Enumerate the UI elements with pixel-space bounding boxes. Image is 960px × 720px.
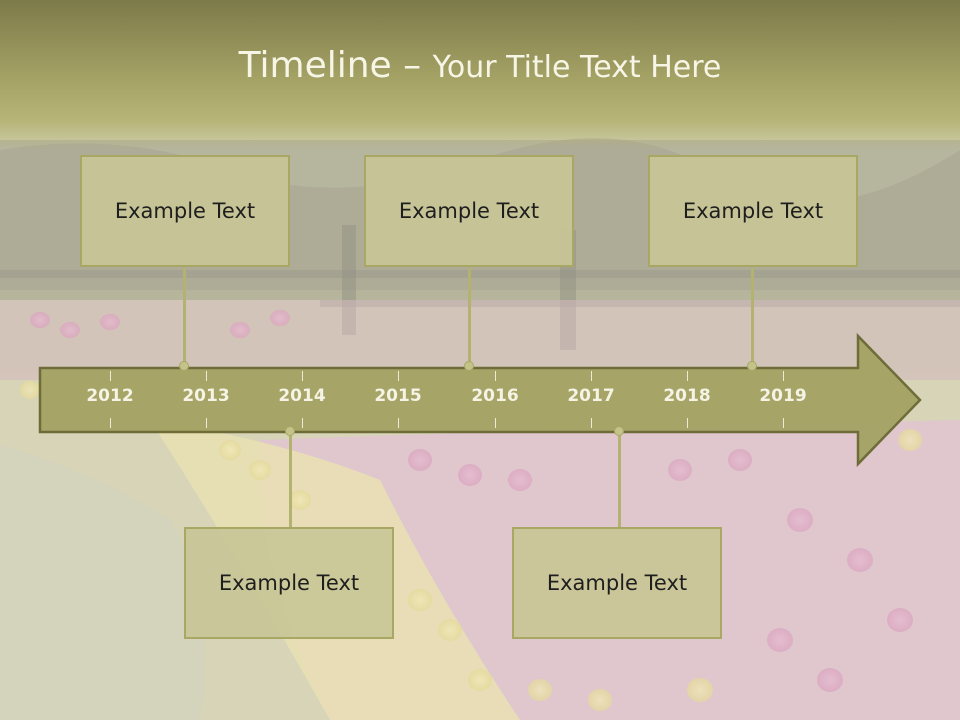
tick-2013-top xyxy=(206,371,207,381)
connector-top-3 xyxy=(751,268,754,366)
tick-2019-bottom xyxy=(783,418,784,428)
year-label-2016: 2016 xyxy=(471,386,519,406)
tick-2014-top xyxy=(302,371,303,381)
tick-2018-top xyxy=(687,371,688,381)
tick-2017-bottom xyxy=(591,418,592,428)
event-text-bottom-1: Example Text xyxy=(218,571,360,595)
event-text-bottom-2: Example Text xyxy=(546,571,688,595)
event-text-top-1: Example Text xyxy=(114,199,256,223)
tick-2013-bottom xyxy=(206,418,207,428)
event-box-top-2[interactable]: Example Text xyxy=(364,155,574,267)
tick-2014-bottom xyxy=(302,418,303,428)
connector-bottom-1 xyxy=(289,430,292,527)
tick-2012-bottom xyxy=(110,418,111,428)
event-box-bottom-2[interactable]: Example Text xyxy=(512,527,722,639)
tick-2015-top xyxy=(398,371,399,381)
connector-dot-top-2 xyxy=(464,361,474,371)
event-box-top-1[interactable]: Example Text xyxy=(80,155,290,267)
event-box-bottom-1[interactable]: Example Text xyxy=(184,527,394,639)
connector-bottom-2 xyxy=(618,430,621,527)
title-main: Timeline – xyxy=(238,45,433,86)
connector-dot-top-3 xyxy=(747,361,757,371)
event-text-top-3: Example Text xyxy=(682,199,824,223)
year-label-2013: 2013 xyxy=(182,386,230,406)
tick-2012-top xyxy=(110,371,111,381)
tick-2017-top xyxy=(591,371,592,381)
tick-2015-bottom xyxy=(398,418,399,428)
event-box-top-3[interactable]: Example Text xyxy=(648,155,858,267)
year-label-2019: 2019 xyxy=(759,386,807,406)
slide-title: Timeline – Your Title Text Here xyxy=(0,42,960,92)
connector-top-2 xyxy=(468,268,471,366)
title-band xyxy=(0,0,960,150)
tick-2016-top xyxy=(495,371,496,381)
connector-dot-bottom-2 xyxy=(614,426,624,436)
year-label-2017: 2017 xyxy=(567,386,615,406)
title-sub: Your Title Text Here xyxy=(432,50,722,85)
tick-2018-bottom xyxy=(687,418,688,428)
connector-dot-top-1 xyxy=(179,361,189,371)
year-label-2015: 2015 xyxy=(374,386,422,406)
year-label-2018: 2018 xyxy=(663,386,711,406)
connector-dot-bottom-1 xyxy=(285,426,295,436)
connector-top-1 xyxy=(183,268,186,366)
event-text-top-2: Example Text xyxy=(398,199,540,223)
tick-2016-bottom xyxy=(495,418,496,428)
year-label-2012: 2012 xyxy=(86,386,134,406)
tick-2019-top xyxy=(783,371,784,381)
year-label-2014: 2014 xyxy=(278,386,326,406)
